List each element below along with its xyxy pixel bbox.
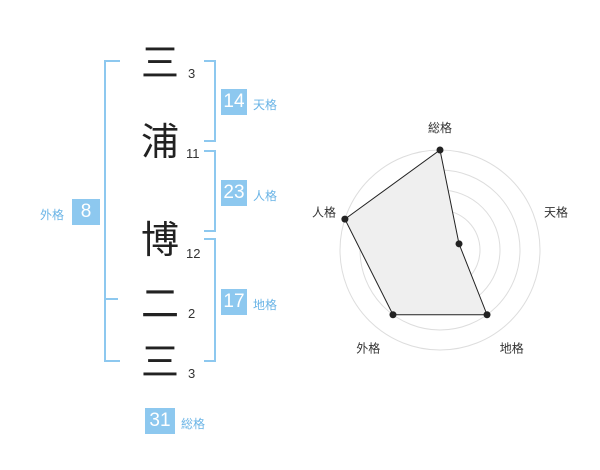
chikaku-label: 地格 xyxy=(253,298,278,312)
gaikaku-label: 外格 xyxy=(40,208,65,222)
soukaku-value-badge: 31 xyxy=(145,408,175,434)
radar-axis-label-5: 人格 xyxy=(312,204,336,219)
radar-axis-label-1: 総格 xyxy=(428,120,452,135)
name-char-4: 二 xyxy=(141,282,180,326)
name-char-5: 三 xyxy=(141,340,180,384)
gaikaku-value-badge: 8 xyxy=(72,199,100,225)
jinkaku-value-badge: 23 xyxy=(221,180,247,206)
jinkaku-label: 人格 xyxy=(253,189,278,203)
stroke-count-2: 11 xyxy=(186,146,200,161)
stroke-count-4: 2 xyxy=(188,306,196,321)
radar-area xyxy=(344,149,488,316)
name-char-3: 博 xyxy=(141,218,180,262)
chikaku-bracket xyxy=(204,238,216,362)
stroke-count-3: 12 xyxy=(186,246,201,261)
stroke-count-1: 3 xyxy=(188,66,196,81)
chikaku-value-badge: 17 xyxy=(221,289,247,315)
name-char-1: 三 xyxy=(141,41,180,85)
radar-point-5 xyxy=(341,215,349,223)
radar-axis-label-2: 天格 xyxy=(544,204,568,219)
radar-point-4 xyxy=(389,311,397,319)
gaikaku-bracket-divider xyxy=(104,298,118,300)
radar-point-2 xyxy=(455,240,463,248)
radar-point-3 xyxy=(483,311,491,319)
tenkaku-value-badge: 14 xyxy=(221,89,247,115)
tenkaku-bracket xyxy=(204,60,216,142)
radar-axis-label-3: 地格 xyxy=(500,341,524,356)
radar-point-1 xyxy=(436,146,444,154)
gaikaku-bracket xyxy=(104,60,120,362)
jinkaku-bracket xyxy=(204,150,216,232)
soukaku-label: 総格 xyxy=(181,417,206,431)
name-char-2: 浦 xyxy=(141,120,180,164)
stroke-count-5: 3 xyxy=(188,366,196,381)
tenkaku-label: 天格 xyxy=(253,98,278,112)
radar-axis-label-4: 外格 xyxy=(356,341,380,356)
